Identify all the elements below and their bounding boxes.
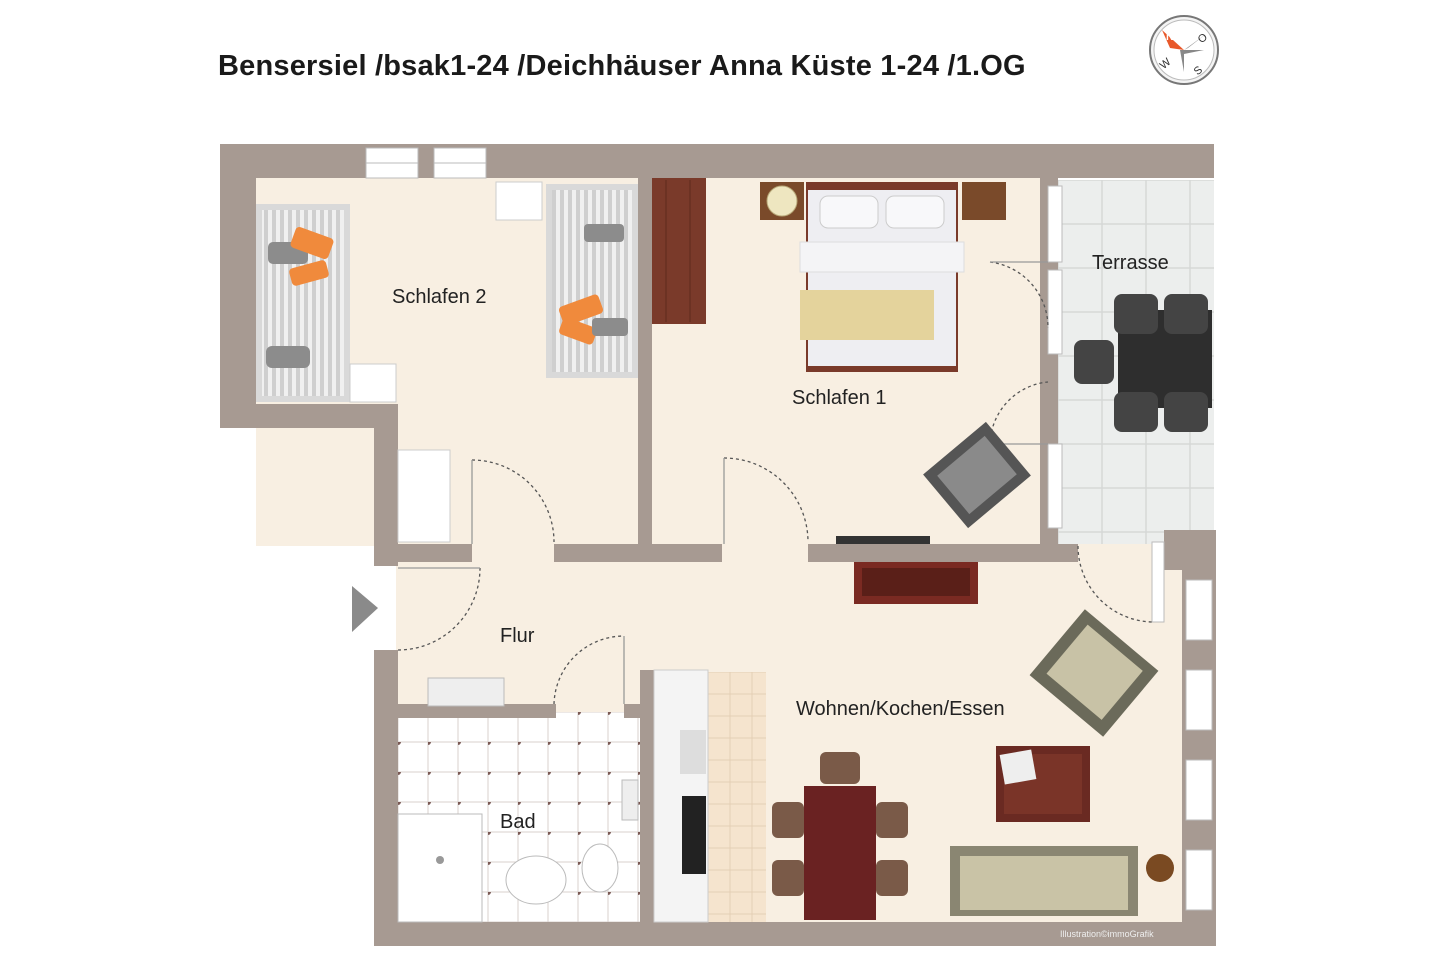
windows bbox=[365, 147, 1213, 911]
illustration-credit: Illustration©immoGrafik bbox=[1060, 929, 1154, 939]
bad-furniture bbox=[397, 779, 639, 923]
svg-text:N: N bbox=[1166, 31, 1174, 43]
room-label-flur: Flur bbox=[500, 625, 535, 647]
room-label-schlafen-1: Schlafen 1 bbox=[792, 387, 887, 409]
schlafen-2-furniture bbox=[256, 181, 638, 543]
door-swings bbox=[397, 261, 1155, 705]
wohnen-furniture bbox=[772, 609, 1174, 920]
flur-furniture bbox=[427, 562, 978, 707]
room-label-bad: Bad bbox=[500, 811, 536, 833]
room-label-wohnen: Wohnen/Kochen/Essen bbox=[796, 698, 1005, 720]
terrace-furniture bbox=[1074, 294, 1212, 432]
room-label-schlafen-2: Schlafen 2 bbox=[392, 286, 487, 308]
schlafen-1-furniture bbox=[652, 178, 1031, 544]
page-title: Bensersiel /bsak1-24 /Deichhäuser Anna K… bbox=[218, 50, 1026, 82]
kitchen-furniture bbox=[653, 669, 709, 923]
room-label-terrasse: Terrasse bbox=[1092, 252, 1169, 274]
compass-icon: N O S W bbox=[1149, 15, 1219, 85]
entrance-arrow-icon bbox=[352, 586, 378, 632]
